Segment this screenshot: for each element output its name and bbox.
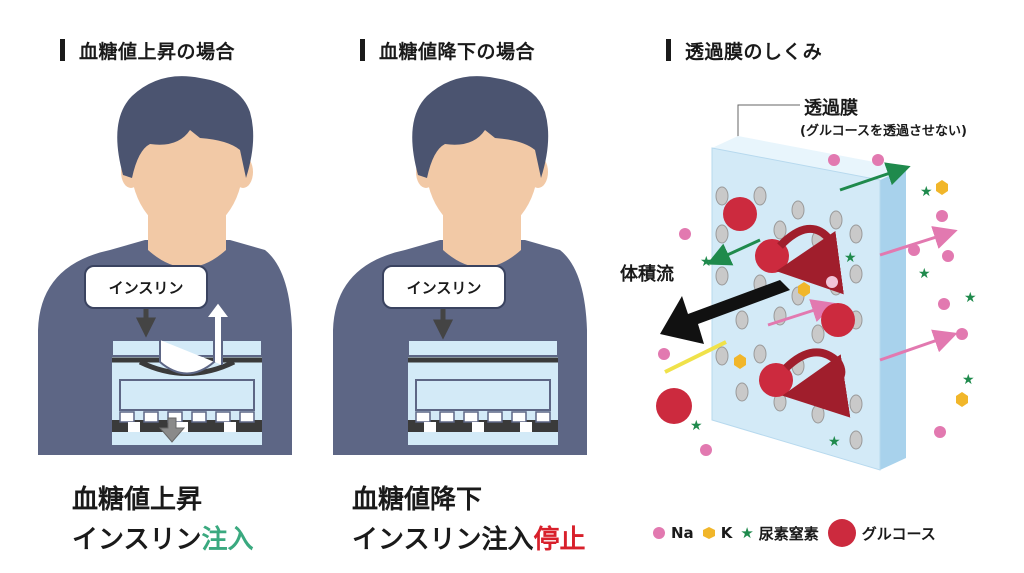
caption-2-line1: 血糖値降下 bbox=[352, 485, 483, 515]
insulin-in-arrow-2 bbox=[432, 305, 454, 340]
legend-na: Na bbox=[652, 524, 694, 542]
svg-text:★: ★ bbox=[700, 254, 713, 270]
caption-1-line1: 血糖値上昇 bbox=[72, 485, 203, 515]
return-arrow-1 bbox=[159, 300, 232, 375]
legend-k: K bbox=[702, 524, 733, 542]
section-title-fall-text: 血糖値降下の場合 bbox=[379, 40, 536, 63]
title-bar bbox=[60, 39, 65, 61]
title-bar bbox=[666, 39, 671, 61]
hair-2 bbox=[412, 76, 549, 178]
legend-glucose: グルコース bbox=[827, 518, 936, 548]
legend-urea: ★ 尿素窒素 bbox=[740, 523, 818, 544]
na-arrow-3 bbox=[879, 329, 958, 362]
volume-flow-arrow bbox=[660, 280, 790, 344]
glucose-rebound-arrow-1 bbox=[776, 224, 844, 295]
caption-2: 血糖値降下 インスリン注入停止 bbox=[352, 480, 586, 560]
glucose-rebound-arrow-2 bbox=[782, 348, 851, 418]
na-arrow-2 bbox=[767, 299, 836, 327]
caption-1-line2: インスリン注入 bbox=[72, 525, 254, 555]
svg-text:★: ★ bbox=[962, 372, 975, 388]
pump-device-2 bbox=[407, 339, 559, 445]
membrane-side bbox=[880, 168, 906, 470]
legend-k-label: K bbox=[720, 524, 733, 542]
membrane-sublabel: (グルコースを透過させない) bbox=[800, 124, 967, 139]
glucose-particle bbox=[723, 197, 757, 231]
membrane-label: 透過膜 bbox=[804, 98, 858, 119]
urea-arrow-in bbox=[706, 238, 761, 266]
caption-1: 血糖値上昇 インスリン注入 bbox=[72, 480, 254, 560]
glucose-particle bbox=[821, 303, 855, 337]
title-bar bbox=[360, 39, 365, 61]
legend-urea-label: 尿素窒素 bbox=[758, 524, 819, 543]
insulin-in-arrow-1 bbox=[135, 305, 157, 338]
urea-star-icon: ★ bbox=[740, 524, 754, 542]
legend-na-label: Na bbox=[671, 524, 694, 542]
k-particles bbox=[734, 180, 968, 407]
legend: Na K ★ 尿素窒素 グルコース bbox=[652, 518, 944, 548]
legend-glucose-label: グルコース bbox=[861, 524, 936, 543]
k-arrow bbox=[664, 340, 727, 374]
na-particles bbox=[658, 154, 968, 456]
svg-text:★: ★ bbox=[920, 184, 933, 200]
svg-text:★: ★ bbox=[964, 290, 977, 306]
na-arrow-1 bbox=[879, 226, 958, 257]
caption-1-highlight: 注入 bbox=[201, 525, 254, 555]
glucose-particle bbox=[656, 388, 692, 424]
section-title-fall: 血糖値降下の場合 bbox=[360, 38, 536, 63]
glucose-circle-icon bbox=[827, 519, 856, 547]
svg-text:★: ★ bbox=[828, 434, 841, 450]
insulin-label-1: インスリン bbox=[84, 265, 208, 309]
svg-text:★: ★ bbox=[844, 250, 857, 266]
svg-text:★: ★ bbox=[690, 418, 703, 434]
insulin-label-2: インスリン bbox=[382, 265, 506, 309]
section-title-membrane-text: 透過膜のしくみ bbox=[685, 40, 823, 63]
urea-arrow-out bbox=[839, 162, 911, 192]
k-hexagon-icon bbox=[702, 527, 715, 539]
volume-flow-label: 体積流 bbox=[620, 264, 674, 285]
caption-2-highlight: 停止 bbox=[533, 525, 586, 555]
membrane-top bbox=[712, 136, 906, 180]
section-title-rise: 血糖値上昇の場合 bbox=[60, 38, 236, 63]
section-title-rise-text: 血糖値上昇の場合 bbox=[79, 40, 236, 63]
down-arrow-1 bbox=[158, 417, 186, 443]
section-title-membrane: 透過膜のしくみ bbox=[666, 38, 823, 63]
hair-1 bbox=[117, 76, 254, 178]
urea-particles: ★ ★ ★ ★ ★ ★ ★ ★ bbox=[690, 184, 977, 450]
na-dot-icon bbox=[653, 527, 665, 539]
caption-2-line2: インスリン注入停止 bbox=[352, 525, 586, 555]
svg-text:★: ★ bbox=[918, 266, 931, 282]
